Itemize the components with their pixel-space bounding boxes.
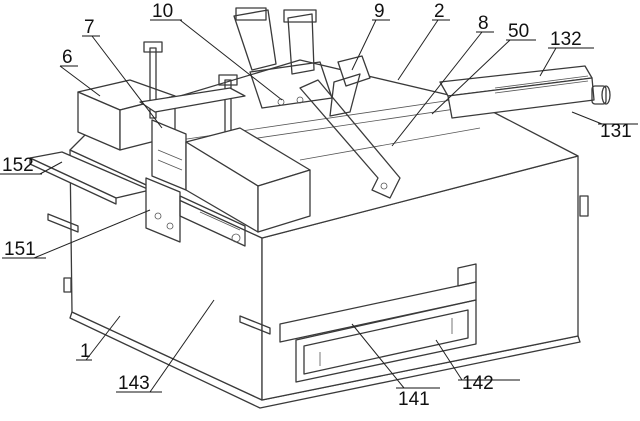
- frame-inner: [303, 309, 469, 375]
- label-10: 10: [152, 1, 173, 22]
- center-top-box: [185, 127, 311, 233]
- plate-bolt: [166, 222, 174, 230]
- leader-2: [397, 19, 439, 81]
- nozzle-right-cap: [283, 9, 317, 23]
- label-9: 9: [374, 1, 385, 22]
- frame-clip: [457, 263, 477, 287]
- guide-knob: [231, 233, 241, 243]
- leader-143: [149, 299, 215, 393]
- leader-9: [351, 19, 377, 71]
- frame-outer: [295, 299, 477, 383]
- clamp-post-cap: [218, 74, 238, 86]
- label-151: 151: [4, 239, 36, 260]
- label-141: 141: [398, 389, 430, 410]
- label-152: 152: [2, 155, 34, 176]
- clamp-post: [149, 47, 157, 119]
- nozzle-right: [287, 13, 315, 75]
- box-side: [257, 169, 311, 233]
- nozzle-pin: [296, 96, 304, 104]
- tray-edge: [29, 157, 117, 205]
- reference-labels: 10 9 2 8 50 132 7 6 131 152 151 1 143 14…: [0, 1, 638, 410]
- label-131: 131: [600, 121, 632, 142]
- leader-1: [85, 315, 121, 361]
- label-2: 2: [434, 1, 445, 22]
- label-8: 8: [478, 13, 489, 34]
- slide-rail-assembly: [439, 65, 611, 119]
- label-142: 142: [462, 373, 494, 394]
- nozzle-mount: [249, 61, 333, 109]
- label-6: 6: [62, 47, 73, 68]
- leader-7: [91, 35, 163, 129]
- leader-8: [391, 31, 483, 147]
- leader-141: [351, 323, 405, 389]
- leader-131: [571, 111, 603, 125]
- rail-slot: [494, 75, 589, 89]
- leader-lines: [33, 19, 603, 393]
- clamp-slot: [157, 149, 183, 161]
- label-50: 50: [508, 21, 529, 42]
- arm-8: [299, 79, 401, 199]
- front-bracket: [239, 315, 271, 335]
- leader-151: [33, 209, 151, 259]
- rail-cylinder-end: [601, 85, 611, 105]
- label-143: 143: [118, 373, 150, 394]
- plate-guide: [179, 195, 246, 247]
- label-1: 1: [80, 341, 91, 362]
- side-handle: [579, 195, 589, 217]
- leader-10: [179, 19, 283, 101]
- nozzle9-body: [329, 73, 361, 117]
- mount-plate: [145, 177, 246, 247]
- label-7: 7: [84, 17, 95, 38]
- leader-152: [39, 161, 63, 175]
- front-window-frame: [279, 263, 477, 383]
- leader-142: [435, 339, 463, 381]
- leader-132: [539, 47, 557, 77]
- rail-groove-edge: [299, 127, 481, 161]
- arm-assembly: [233, 7, 401, 199]
- left-bracket: [47, 213, 79, 233]
- rail-cylinder: [591, 85, 607, 105]
- leader-6: [59, 65, 101, 97]
- left-foot-knob: [63, 277, 72, 293]
- nozzle-left-cap: [235, 7, 267, 21]
- nozzle-left: [233, 9, 277, 71]
- clamp-post-cap: [143, 41, 163, 53]
- rail-slot: [494, 80, 589, 94]
- plate-bolt: [154, 212, 162, 220]
- slide-rail-side: [447, 77, 595, 119]
- label-132: 132: [550, 29, 582, 50]
- clamp-slot: [157, 159, 183, 171]
- clamp-crossbar: [139, 87, 246, 113]
- leader-50: [431, 39, 511, 115]
- arm-hole: [380, 182, 388, 190]
- guide-line: [199, 211, 241, 231]
